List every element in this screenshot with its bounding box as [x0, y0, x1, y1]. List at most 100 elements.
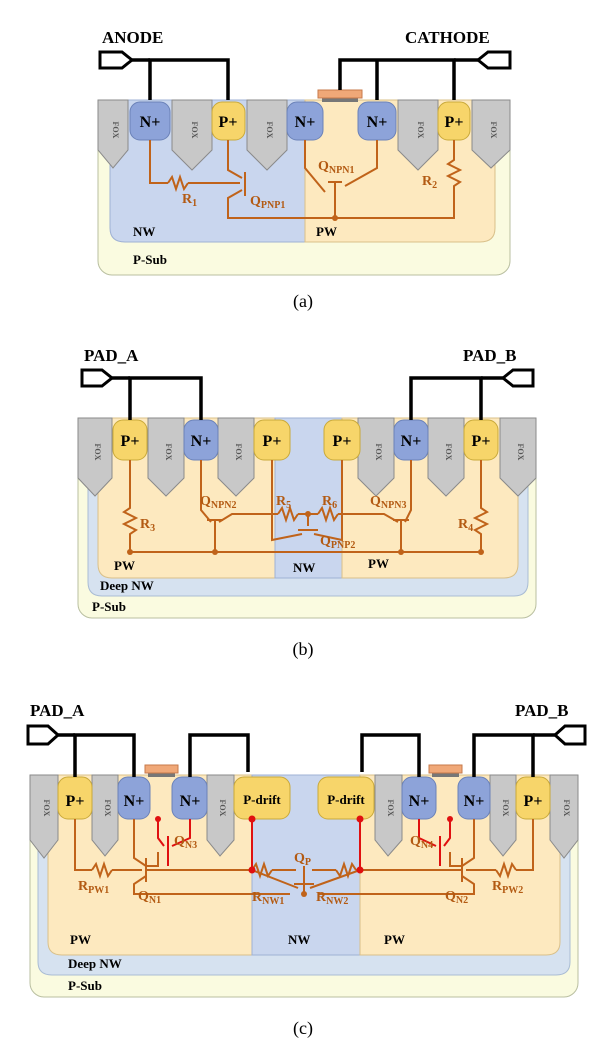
pw-left-label: PW	[114, 558, 135, 573]
deep-nw-label: Deep NW	[68, 956, 122, 971]
p-plus-label: P+	[121, 433, 140, 450]
r4-label: R4	[458, 517, 473, 534]
anode-label: ANODE	[102, 28, 163, 47]
fox-label: FOX	[386, 800, 395, 817]
qpnp1-label: QPNP1	[250, 194, 285, 211]
fox-label: FOX	[103, 800, 112, 817]
fox-blocks: FOX FOX FOX FOX FOX FOX	[77, 417, 537, 497]
pw-right-label: PW	[368, 556, 389, 571]
nw-label: NW	[133, 224, 155, 239]
metal-wires	[104, 376, 503, 420]
panel-b: FOX FOX FOX FOX FOX FOX P+ N+ P+ P+ N+ P…	[77, 346, 537, 660]
fox-label: FOX	[190, 122, 199, 139]
nw-label: NW	[293, 560, 315, 575]
p-plus-label: P+	[333, 433, 352, 450]
p-drift-label: P-drift	[327, 792, 365, 807]
pw-left-label: PW	[70, 932, 91, 947]
gate-poly	[144, 764, 179, 774]
psub-label: P-Sub	[92, 599, 126, 614]
caption-c: (c)	[293, 1018, 313, 1039]
qpnp2-label: QPNP2	[320, 534, 355, 551]
panel-c: FOX FOX FOX FOX FOX FOX P+ N+ N+ P-drift…	[26, 701, 587, 1039]
n-plus-label: N+	[295, 114, 316, 131]
fox-label: FOX	[218, 800, 227, 817]
fox-label: FOX	[374, 444, 383, 461]
qn3-label: QN3	[174, 834, 197, 851]
n-plus-label: N+	[180, 793, 201, 810]
gate-oxide	[432, 771, 459, 777]
qn1-label: QN1	[138, 889, 161, 906]
n-plus-label: N+	[191, 433, 212, 450]
pad-a-label: PAD_A	[84, 346, 139, 365]
qn4-label: QN4	[410, 834, 433, 851]
fox-label: FOX	[416, 122, 425, 139]
p-plus-label: P+	[219, 114, 238, 131]
fox-label: FOX	[562, 800, 571, 817]
pad-a	[80, 368, 115, 388]
nw-label: NW	[288, 932, 310, 947]
fox-label: FOX	[234, 444, 243, 461]
cathode-pad	[475, 50, 512, 70]
r1-label: R1	[182, 192, 197, 209]
pad-a-label: PAD_A	[30, 701, 85, 720]
fox-blocks: FOX FOX FOX FOX FOX	[97, 99, 511, 171]
anode-pad	[98, 50, 135, 70]
n-plus-label: N+	[140, 114, 161, 131]
r5-label: R5	[276, 494, 291, 511]
labels-c: RPW1 RPW2 RNW1 RNW2 QN1 QN2 QN3 QN4 QP	[78, 834, 523, 907]
p-drift-label: P-drift	[243, 792, 281, 807]
p-plus-label: P+	[445, 114, 464, 131]
p-drift-diffusion	[317, 776, 375, 820]
psub-label: P-Sub	[68, 978, 102, 993]
metal-wires	[48, 733, 555, 777]
gate-poly	[317, 89, 363, 99]
pad-b-label: PAD_B	[515, 701, 569, 720]
deep-nw-label: Deep NW	[100, 578, 154, 593]
qnpn2-label: QNPN2	[200, 494, 236, 511]
equivalent-circuit-b: R3 R4 R5 R6 QNPN2 QNPN3 QPNP2	[121, 460, 490, 555]
fox-label: FOX	[489, 122, 498, 139]
pw-right-label: PW	[384, 932, 405, 947]
equivalent-circuit-a: R1 QPNP1 QNPN1 R2	[149, 140, 463, 221]
fox-label: FOX	[111, 122, 120, 139]
p-drift-diffusion	[233, 776, 291, 820]
pad-b	[552, 724, 587, 746]
qp-label: QP	[294, 851, 311, 868]
n-plus-label: N+	[464, 793, 485, 810]
rpw2-label: RPW2	[492, 879, 523, 896]
r3-label: R3	[140, 517, 155, 534]
fox-label: FOX	[501, 800, 510, 817]
p-plus-label: P+	[524, 793, 543, 810]
n-plus-label: N+	[409, 793, 430, 810]
qnpn1-label: QNPN1	[318, 159, 354, 176]
gate-poly	[428, 764, 463, 774]
p-plus-label: P+	[263, 433, 282, 450]
caption-a: (a)	[293, 291, 313, 312]
psub-label: P-Sub	[133, 252, 167, 267]
qn2-label: QN2	[445, 889, 468, 906]
fox-label: FOX	[93, 444, 102, 461]
r2-label: R2	[422, 174, 437, 191]
cathode-label: CATHODE	[405, 28, 490, 47]
pad-a	[26, 724, 61, 746]
gate-oxide	[148, 771, 175, 777]
qnpn3-label: QNPN3	[370, 494, 406, 511]
rnw1-label: RNW1	[252, 890, 284, 907]
fox-label: FOX	[164, 444, 173, 461]
panel-a: FOX FOX FOX FOX FOX N+ P+ N+ N+ P+	[97, 28, 512, 312]
parasitic-red	[155, 815, 453, 874]
pad-b	[500, 368, 535, 388]
metal-wires	[132, 58, 478, 100]
p-plus-label: P+	[472, 433, 491, 450]
p-plus-label: P+	[66, 793, 85, 810]
n-plus-label: N+	[367, 114, 388, 131]
fox-label: FOX	[516, 444, 525, 461]
n-plus-label: N+	[124, 793, 145, 810]
fox-label: FOX	[444, 444, 453, 461]
r6-label: R6	[322, 494, 337, 511]
rnw2-label: RNW2	[316, 890, 348, 907]
fox-blocks: FOX FOX FOX FOX FOX FOX	[29, 774, 579, 859]
fox-label: FOX	[265, 122, 274, 139]
fox-label: FOX	[42, 800, 51, 817]
